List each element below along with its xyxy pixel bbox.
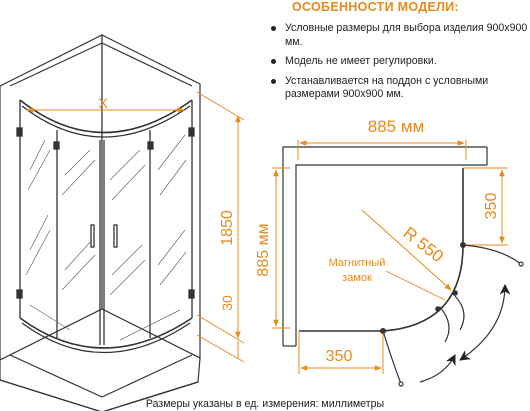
bullet-icon	[271, 26, 276, 31]
bullet-icon	[271, 78, 276, 84]
feature-item: Модель не имеет регулировки.	[270, 55, 528, 69]
magnet-lock-label-line2: замок	[342, 272, 372, 284]
height-label: 1850	[219, 210, 236, 246]
glass-pattern	[25, 134, 187, 341]
radius-label: R 550	[400, 223, 447, 266]
radius-line	[361, 209, 452, 291]
magnet-lock-leader	[385, 270, 446, 301]
side-dimension-label: 885 мм	[255, 223, 272, 276]
side-dimension	[272, 167, 290, 329]
bottom-door-dimension	[298, 331, 384, 374]
shower-enclosure	[16, 99, 195, 354]
tray-label: 30	[219, 295, 235, 311]
door-swing	[382, 244, 524, 387]
height-dimension	[196, 91, 245, 363]
footer-note: Размеры указаны в ед. измерения: миллиме…	[145, 398, 385, 410]
feature-text: Модель не имеет регулировки.	[285, 55, 437, 67]
top-dimension-label: 885 мм	[368, 117, 424, 136]
right-door-dimension	[463, 167, 508, 246]
feature-text: Условные размеры для выбора изделия 900х…	[285, 22, 528, 48]
bullet-icon	[271, 59, 276, 64]
features-list: Условные размеры для выбора изделия 900х…	[270, 22, 528, 108]
plan-walls	[282, 146, 488, 347]
plan-view: 885 мм 885 мм R 550 350	[255, 117, 524, 387]
features-title: ОСОБЕННОСТИ МОДЕЛИ:	[292, 0, 459, 14]
feature-item: Условные размеры для выбора изделия 900х…	[270, 22, 528, 49]
feature-item: Устанавливается на поддон с условными ра…	[270, 75, 528, 102]
bottom-door-dimension-label: 350	[326, 348, 353, 365]
perspective-view: X 1850 30	[0, 34, 245, 411]
top-dimension	[297, 140, 467, 160]
width-label: X	[98, 95, 108, 111]
feature-text: Устанавливается на поддон с условными ра…	[285, 74, 489, 101]
right-door-dimension-label: 350	[483, 193, 500, 220]
magnet-lock-label: Магнитный	[329, 257, 386, 269]
